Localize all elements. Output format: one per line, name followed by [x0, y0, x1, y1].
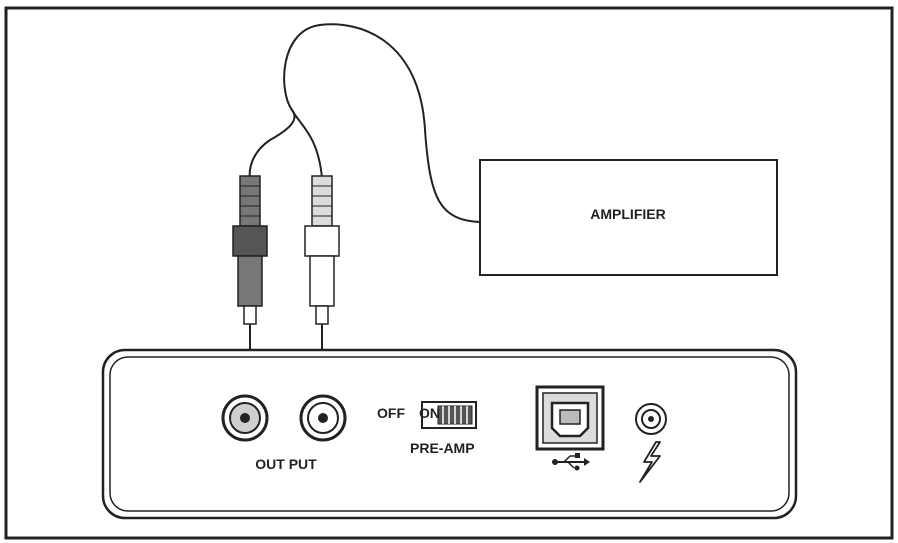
output-jack-left: [221, 394, 269, 442]
dc-power-jack: [635, 403, 667, 435]
power-dc-icon: [639, 441, 661, 483]
audio-cable: [248, 23, 481, 223]
switch-off-label: OFF: [377, 405, 405, 421]
preamp-switch: [421, 401, 477, 429]
usb-port: [535, 385, 605, 451]
output-label: OUT PUT: [255, 456, 317, 472]
device-rear-panel: [101, 348, 798, 520]
preamp-label: PRE-AMP: [410, 440, 475, 456]
amplifier-label: AMPLIFIER: [590, 206, 665, 222]
output-jack-right: [299, 394, 347, 442]
amplifier-box: AMPLIFIER: [479, 159, 778, 276]
usb-icon: [552, 453, 590, 471]
audio-cable-branch: [291, 109, 323, 179]
switch-on-label: ON: [419, 405, 440, 421]
